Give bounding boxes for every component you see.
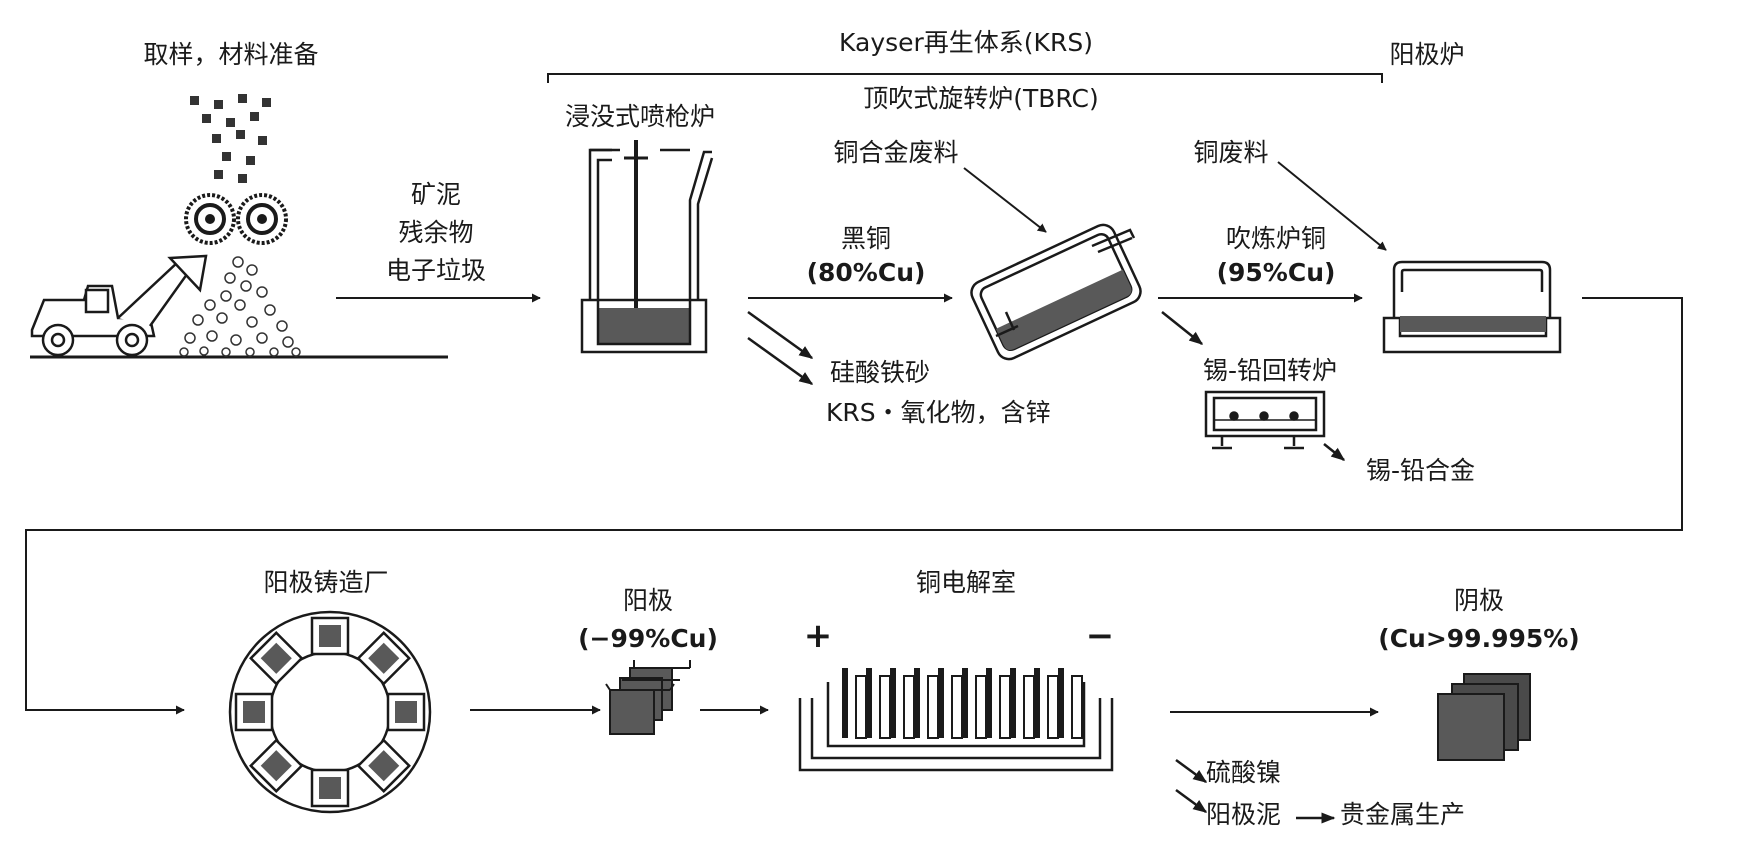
minus-sign: − — [1085, 616, 1115, 656]
tin-lead-arrow — [1161, 311, 1204, 345]
nickel-sulfate-label: 硫酸镍 — [1206, 758, 1282, 787]
feed-label-2: 残余物 — [398, 218, 474, 247]
connector-arrow — [25, 297, 1683, 715]
anode-furnace-illustration — [1382, 260, 1562, 354]
sampling-illustration — [30, 94, 448, 359]
electrolysis-cell-illustration — [798, 666, 1114, 772]
isasmelt-label: 浸没式喷枪炉 — [564, 102, 716, 131]
blister-copper-label: 吹炼炉铜 — [1225, 224, 1327, 253]
anode-furnace-label: 阳极炉 — [1389, 40, 1465, 69]
krs-system-label: Kayser再生体系(KRS) — [839, 28, 1093, 57]
anode-plates-illustration — [605, 660, 691, 735]
feed-label-1: 矿泥 — [410, 180, 462, 209]
copper-scrap-label: 铜废料 — [1193, 138, 1269, 167]
cathode-grade: (Cu>99.995%) — [1378, 624, 1580, 653]
plus-sign: + — [803, 616, 833, 656]
krs-oxide-arrow — [747, 336, 814, 386]
anode-slime-label: 阳极泥 — [1206, 800, 1282, 829]
tin-lead-converter-illustration — [1204, 390, 1326, 450]
anode-grade: (−99%Cu) — [578, 624, 718, 653]
black-copper-label: 黑铜 — [840, 224, 892, 253]
anode-slime-arrow — [1175, 788, 1208, 814]
anode-label: 阳极 — [622, 586, 674, 615]
cathode-label: 阴极 — [1453, 586, 1505, 615]
isasmelt-furnace-illustration — [580, 140, 714, 354]
sampling-label: 取样，材料准备 — [143, 40, 319, 69]
tin-lead-alloy-label: 锡-铅合金 — [1366, 456, 1476, 485]
krs-oxide-label: KRS・氧化物，含锌 — [826, 398, 1051, 427]
anode-casting-label: 阳极铸造厂 — [263, 568, 389, 597]
alloy-scrap-label: 铜合金废料 — [833, 138, 959, 167]
blister-copper-grade: (95%Cu) — [1216, 258, 1336, 287]
tbrc-illustration — [970, 223, 1142, 361]
krs-bracket — [547, 73, 1383, 83]
precious-metals-label: 贵金属生产 — [1340, 800, 1466, 829]
electrolysis-label: 铜电解室 — [915, 568, 1017, 597]
casting-wheel-illustration — [228, 610, 432, 814]
nickel-sulfate-arrow — [1175, 758, 1208, 784]
alloy-scrap-arrow — [963, 167, 1047, 233]
tin-lead-alloy-arrow — [1323, 443, 1346, 461]
tbrc-label: 顶吹式旋转炉(TBRC) — [863, 84, 1099, 113]
cathode-plates-illustration — [1437, 673, 1531, 761]
copper-scrap-arrow — [1277, 161, 1387, 251]
black-copper-grade: (80%Cu) — [806, 258, 926, 287]
iron-silicate-arrow — [747, 310, 814, 360]
tin-lead-converter-label: 锡-铅回转炉 — [1202, 356, 1338, 385]
iron-silicate-label: 硅酸铁砂 — [830, 358, 931, 387]
feed-label-3: 电子垃圾 — [385, 256, 487, 285]
